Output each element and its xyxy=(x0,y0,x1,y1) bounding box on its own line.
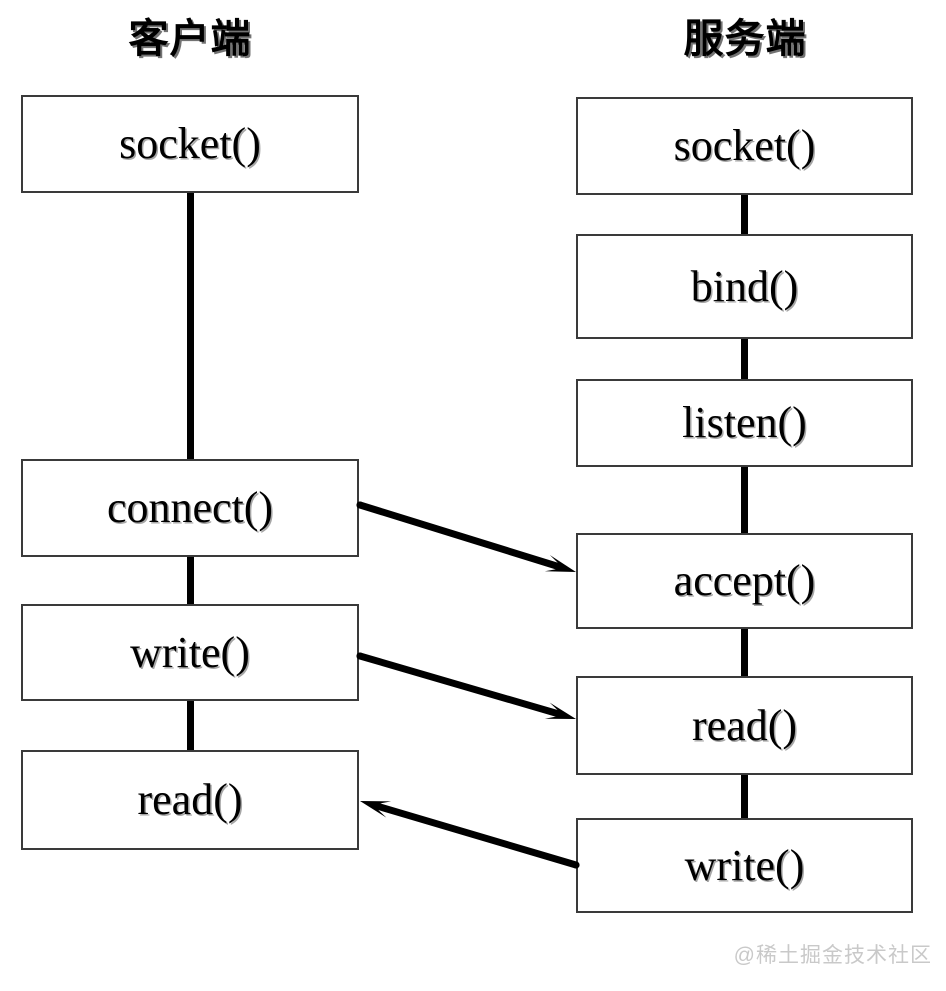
arrow-write-to-read xyxy=(356,652,576,719)
arrow-connect-to-accept-head xyxy=(544,554,576,572)
server-write[interactable]: write() xyxy=(576,818,913,913)
client-read-label: read() xyxy=(137,775,243,824)
server-bind[interactable]: bind() xyxy=(576,234,913,339)
client-column-title: 客户端 xyxy=(128,17,252,61)
client-socket-label: socket() xyxy=(119,119,261,168)
client-socket[interactable]: socket() xyxy=(21,95,359,193)
server-column-title: 服务端 xyxy=(683,17,807,61)
server-read-label: read() xyxy=(691,700,797,750)
arrow-connect-to-accept xyxy=(356,501,576,572)
client-connect-label: connect() xyxy=(106,483,274,532)
client-write-label: write() xyxy=(130,627,250,677)
client-read[interactable]: read() xyxy=(21,750,359,850)
client-connect[interactable]: connect() xyxy=(21,459,359,557)
client-write[interactable]: write() xyxy=(21,604,359,701)
server-socket[interactable]: socket() xyxy=(576,97,913,195)
server-bind-label: bind() xyxy=(690,261,799,311)
client-connect-to-write xyxy=(187,557,194,604)
server-listen-to-accept xyxy=(741,467,748,533)
arrow-serverwrite-to-clientread xyxy=(360,801,580,869)
server-listen[interactable]: listen() xyxy=(576,379,913,467)
arrow-write-to-read-shaft xyxy=(356,652,564,718)
server-socket-label: socket() xyxy=(673,121,816,170)
arrow-serverwrite-to-clientread-shaft xyxy=(372,802,580,869)
client-socket-to-connect xyxy=(187,193,194,459)
server-write-label: write() xyxy=(684,840,805,890)
arrow-connect-to-accept-shaft xyxy=(356,501,564,571)
arrow-serverwrite-to-clientread-head xyxy=(360,801,392,818)
server-read-to-write xyxy=(741,775,748,818)
watermark-text: @稀土掘金技术社区 xyxy=(733,944,932,967)
server-accept[interactable]: accept() xyxy=(576,533,913,629)
client-write-to-read xyxy=(187,701,194,750)
server-socket-to-bind xyxy=(741,195,748,234)
server-read[interactable]: read() xyxy=(576,676,913,775)
server-bind-to-listen xyxy=(741,339,748,379)
server-listen-label: listen() xyxy=(682,398,807,447)
server-accept-label: accept() xyxy=(673,556,816,605)
server-accept-to-read xyxy=(741,629,748,676)
arrow-write-to-read-head xyxy=(544,702,576,719)
